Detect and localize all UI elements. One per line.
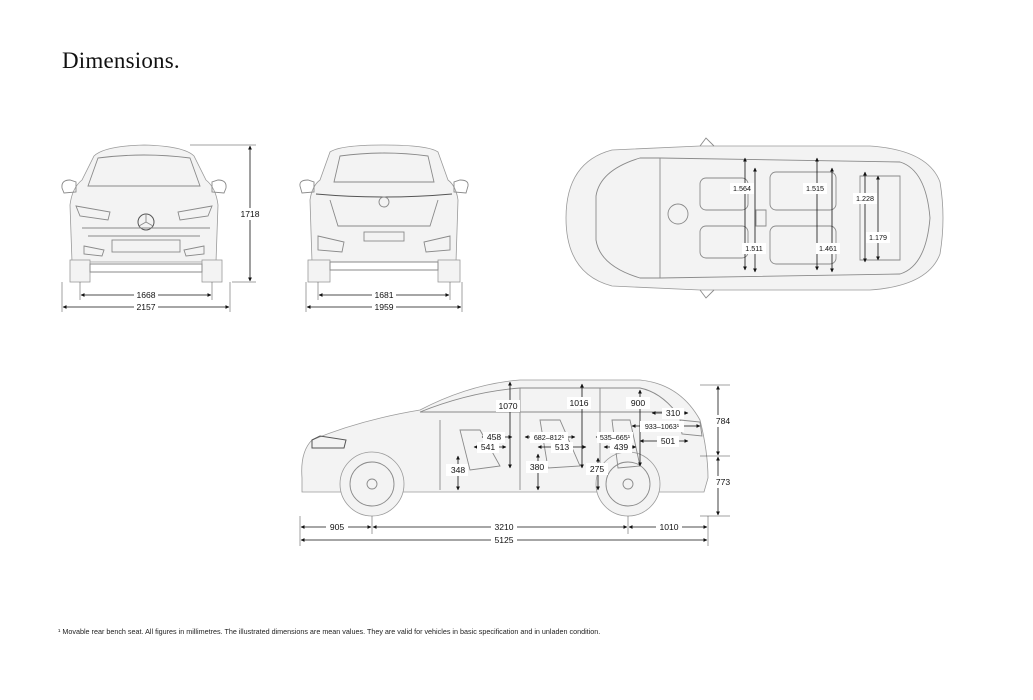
boot-height-label: 900 bbox=[631, 398, 646, 408]
rear-track-label: 1681 bbox=[374, 290, 393, 300]
boot-length-range-label: 933–1063¹ bbox=[645, 422, 680, 431]
front-width-label: 2157 bbox=[136, 302, 155, 312]
front-car-outline bbox=[61, 144, 227, 283]
overall-length-label: 5125 bbox=[494, 535, 513, 545]
front-seat-depth-label: 541 bbox=[481, 442, 496, 452]
rear-car-outline bbox=[299, 144, 469, 283]
front-track-label: 1668 bbox=[136, 290, 155, 300]
rear-width-label: 1959 bbox=[374, 302, 393, 312]
front-overhang-label: 905 bbox=[330, 522, 345, 532]
boot-width-bottom-label: 1.179 bbox=[869, 233, 887, 242]
front-seat-height-label: 348 bbox=[451, 465, 466, 475]
rear-height-lower-label: 773 bbox=[716, 477, 731, 487]
rear-seat-height-label: 380 bbox=[530, 462, 545, 472]
front-view: 1718 1668 2157 bbox=[61, 144, 260, 313]
front-legroom-label: 458 bbox=[487, 432, 502, 442]
rear-legroom-range-label: 682–812¹ bbox=[534, 433, 565, 442]
footnote: ¹ Movable rear bench seat. All figures i… bbox=[58, 627, 601, 636]
boot-length-label: 439 bbox=[614, 442, 629, 452]
rear-overhang-label: 1010 bbox=[659, 522, 678, 532]
page-title: Dimensions. bbox=[62, 48, 180, 73]
rear-floor-height-label: 275 bbox=[590, 464, 605, 474]
rear-height-upper-label: 784 bbox=[716, 416, 731, 426]
front-shoulder-room-label: 1.564 bbox=[733, 184, 751, 193]
top-view: 1.564 1.511 1.515 1.461 1.228 1.179 bbox=[565, 137, 944, 299]
rear-headroom-label: 1016 bbox=[569, 398, 588, 408]
front-elbow-room-label: 1.511 bbox=[745, 244, 762, 253]
rear-seat-range-label: 535–665¹ bbox=[600, 433, 631, 442]
wheelbase-label: 3210 bbox=[494, 522, 513, 532]
boot-floor-label: 501 bbox=[661, 436, 676, 446]
rear-overhang-top-label: 310 bbox=[666, 408, 681, 418]
rear-view: 1681 1959 bbox=[299, 144, 469, 313]
front-headroom-label: 1070 bbox=[498, 401, 517, 411]
front-height-label: 1718 bbox=[240, 209, 259, 219]
rear-elbow-room-label: 1.461 bbox=[819, 244, 837, 253]
boot-width-top-label: 1.228 bbox=[856, 194, 874, 203]
side-view: 1070 1016 900 784 773 310 458 541 682–81… bbox=[299, 379, 734, 546]
top-car-outline bbox=[565, 137, 944, 299]
rear-shoulder-room-label: 1.515 bbox=[806, 184, 824, 193]
rear-seat-depth-label: 513 bbox=[555, 442, 570, 452]
